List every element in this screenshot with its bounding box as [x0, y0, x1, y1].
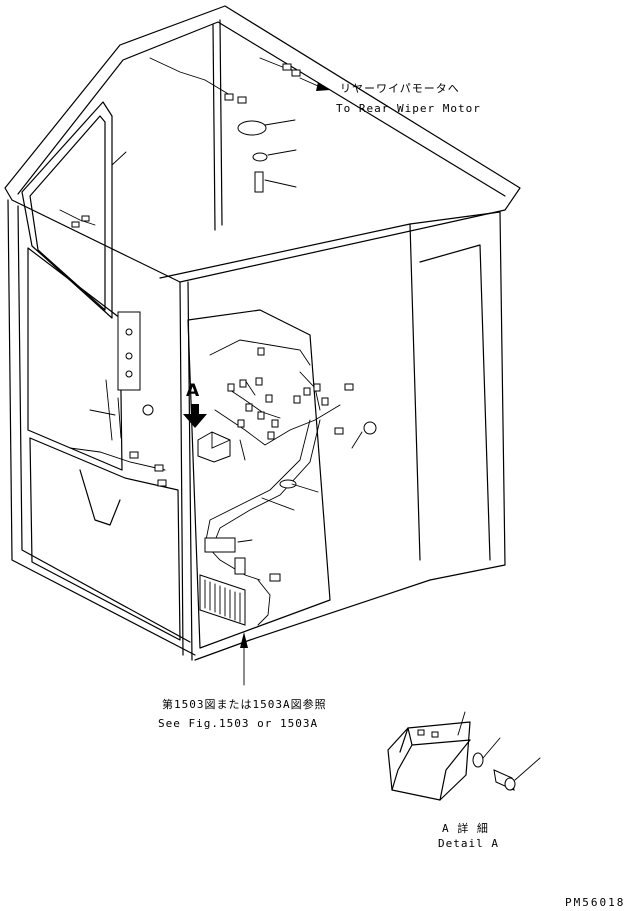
- rear-wall-harness: [209, 339, 377, 461]
- relay-box: [197, 431, 231, 463]
- rear-lower-harness: [204, 419, 321, 626]
- view-a-marker: A: [186, 381, 200, 401]
- see-fig-arrow: [240, 632, 248, 686]
- roof-harness: [59, 57, 301, 228]
- see-fig-label-en: See Fig.1503 or 1503A: [158, 717, 319, 730]
- detail-a-label-jp: A 詳 細: [442, 822, 489, 835]
- left-pillar-components: [69, 311, 167, 487]
- see-fig-label-jp: 第1503図または1503A図参照: [162, 698, 327, 711]
- rear-wiper-arrow: [111, 77, 330, 166]
- detail-a-label-en: Detail A: [438, 837, 499, 850]
- vent-unit: [199, 574, 246, 626]
- cab-frame: [4, 5, 521, 661]
- view-a-arrow: [183, 404, 207, 428]
- rear-wiper-label-jp: リヤーワイパモータへ: [340, 82, 460, 95]
- detail-a-relay: [387, 711, 541, 801]
- rear-wiper-label-en: To Rear Wiper Motor: [336, 102, 481, 115]
- drawing-number: PM56018: [565, 896, 626, 909]
